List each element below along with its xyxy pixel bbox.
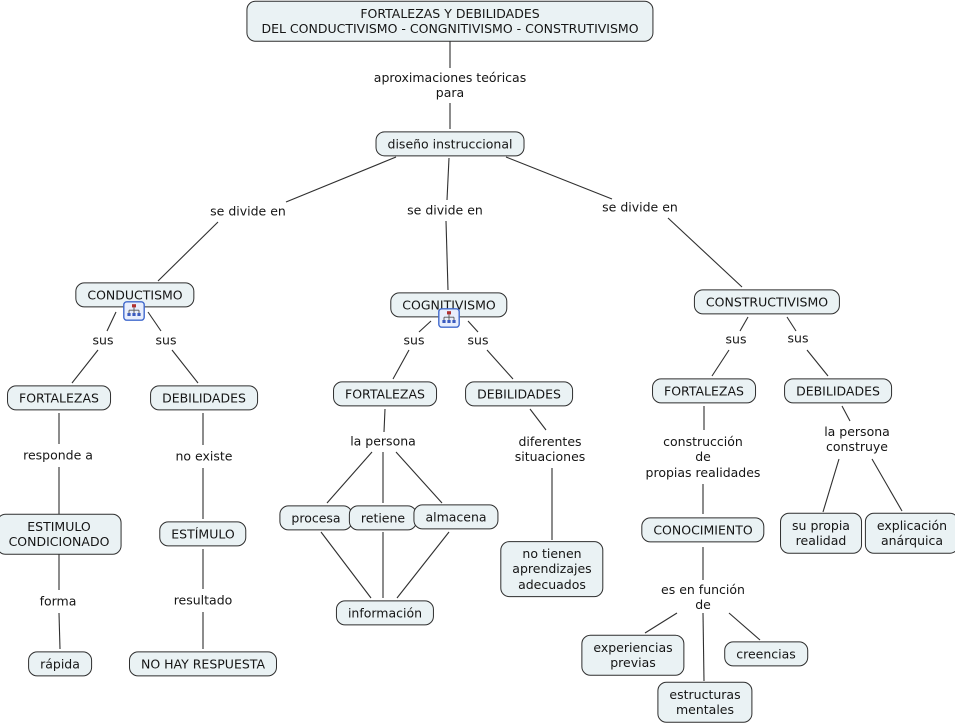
connector-line <box>467 320 479 333</box>
connector-line <box>806 349 829 377</box>
connector-line <box>841 405 851 422</box>
link-label-sus-5[interactable]: sus <box>725 331 747 347</box>
link-label-se-divide-en-3[interactable]: se divide en <box>602 199 678 215</box>
link-label-es-en-funcion-de[interactable]: es en función de <box>661 581 745 612</box>
link-label-sus-1[interactable]: sus <box>92 332 114 348</box>
concept-estimulo[interactable]: ESTÍMULO <box>159 521 247 547</box>
link-label-sus-3[interactable]: sus <box>403 332 425 348</box>
concept-explicacion-anarquica[interactable]: explicación anárquica <box>864 512 955 554</box>
concept-retiene[interactable]: retiene <box>348 505 418 531</box>
link-label-sus-2[interactable]: sus <box>155 332 177 348</box>
concept-fortalezas-conductismo[interactable]: FORTALEZAS <box>7 385 111 411</box>
concept-conocimiento[interactable]: CONOCIMIENTO <box>641 517 765 543</box>
link-label-sus-4[interactable]: sus <box>467 332 489 348</box>
concept-rapida[interactable]: rápida <box>28 651 92 677</box>
connector-line <box>157 221 219 282</box>
connector-line <box>667 217 743 288</box>
link-label-responde-a[interactable]: responde a <box>23 447 93 463</box>
link-label-construccion[interactable]: construcción de propias realidades <box>645 434 761 480</box>
connector-line <box>106 311 117 332</box>
concept-experiencias-previas[interactable]: experiencias previas <box>581 634 685 676</box>
link-label-diferentes-situaciones[interactable]: diferentes situaciones <box>514 433 586 464</box>
concept-title[interactable]: FORTALEZAS Y DEBILIDADES DEL CONDUCTIVIS… <box>246 0 654 42</box>
connector-line <box>786 316 797 332</box>
link-label-se-divide-en-2[interactable]: se divide en <box>407 202 483 218</box>
link-label-sus-6[interactable]: sus <box>787 330 809 346</box>
concept-diseno-instruccional[interactable]: diseño instruccional <box>375 131 525 157</box>
connector-line <box>871 458 903 512</box>
connector-line <box>71 349 99 384</box>
link-label-la-persona[interactable]: la persona <box>350 433 416 449</box>
connector-line <box>58 612 61 650</box>
concept-informacion[interactable]: información <box>335 600 435 626</box>
concept-creencias[interactable]: creencias <box>724 641 808 667</box>
link-label-la-persona-construye[interactable]: la persona construye <box>824 423 890 454</box>
connector-line <box>505 156 613 200</box>
connector-line <box>728 612 761 641</box>
concept-map-icon[interactable] <box>122 300 146 322</box>
connector-line <box>486 349 514 380</box>
link-label-aproximaciones[interactable]: aproximaciones teóricas para <box>373 69 527 100</box>
connector-line <box>320 531 372 599</box>
connector-line <box>711 349 730 377</box>
link-label-no-existe[interactable]: no existe <box>175 448 233 464</box>
concept-procesa[interactable]: procesa <box>279 505 353 531</box>
concept-debilidades-cognitivismo[interactable]: DEBILIDADES <box>465 381 573 407</box>
connector-line <box>326 451 373 504</box>
connector-line <box>822 458 840 513</box>
connector-line <box>739 316 749 332</box>
link-label-forma[interactable]: forma <box>39 593 77 609</box>
concept-su-propia-realidad[interactable]: su propia realidad <box>780 512 862 554</box>
link-label-resultado[interactable]: resultado <box>173 592 233 608</box>
concept-no-tienen-aprendizajes[interactable]: no tienen aprendizajes adecuados <box>500 541 604 597</box>
concept-estructuras-mentales[interactable]: estructuras mentales <box>657 681 753 723</box>
concept-fortalezas-cognitivismo[interactable]: FORTALEZAS <box>333 381 437 407</box>
concept-estimulo-condicionado[interactable]: ESTIMULO CONDICIONADO <box>0 513 122 555</box>
connector-line <box>702 612 705 682</box>
connector-line <box>383 408 386 433</box>
connector-line <box>285 156 397 203</box>
concept-map-icon[interactable] <box>437 307 461 329</box>
concept-constructivismo[interactable]: CONSTRUCTIVISMO <box>693 289 841 315</box>
connector-line <box>396 531 450 599</box>
concept-almacena[interactable]: almacena <box>413 504 499 530</box>
connector-line <box>445 220 449 291</box>
concept-fortalezas-constructivismo[interactable]: FORTALEZAS <box>652 378 756 404</box>
connector-line <box>392 349 410 380</box>
connector-line <box>171 349 199 384</box>
connector-line <box>446 157 450 201</box>
connector-line <box>644 612 678 634</box>
concept-debilidades-constructivismo[interactable]: DEBILIDADES <box>784 378 892 404</box>
connector-line <box>418 320 432 333</box>
connector-line <box>529 408 547 431</box>
connector-line <box>395 451 443 504</box>
link-label-se-divide-en-1[interactable]: se divide en <box>210 203 286 219</box>
connector-line <box>147 311 162 332</box>
concept-no-hay-respuesta[interactable]: NO HAY RESPUESTA <box>128 651 278 677</box>
concept-debilidades-conductismo[interactable]: DEBILIDADES <box>150 385 258 411</box>
